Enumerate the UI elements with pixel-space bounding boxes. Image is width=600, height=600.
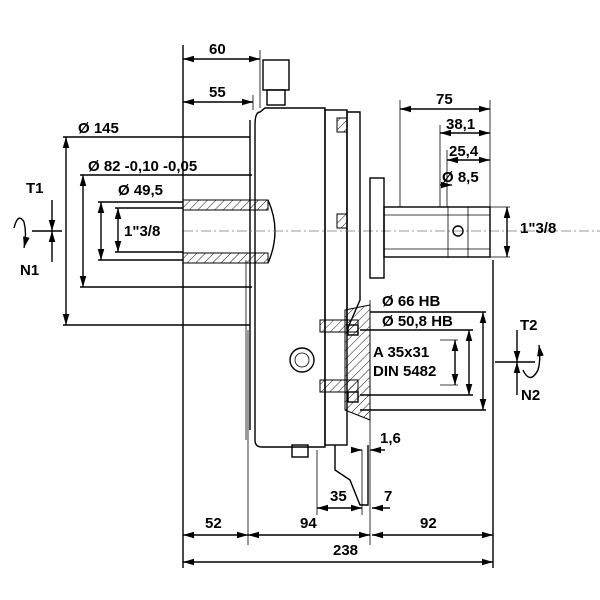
dim-1-6: 1,6: [380, 430, 401, 447]
dim-input-shaft: 1"3/8: [124, 223, 160, 240]
dim-92: 92: [420, 515, 437, 532]
dim-35: 35: [330, 488, 347, 505]
output-bore: [289, 347, 315, 373]
dim-dia-82: Ø 82 -0,10 -0,05: [88, 158, 197, 175]
drain-plug: [291, 444, 309, 458]
seal-section: [336, 117, 348, 133]
label-n2: N2: [521, 387, 540, 404]
dim-238: 238: [333, 542, 358, 559]
housing-flange: [324, 109, 348, 446]
dim-7: 7: [384, 488, 392, 505]
output-hub-bottom: [319, 379, 359, 393]
input-hub-top: [182, 199, 269, 211]
input-rotation-indicator: T1 N1: [13, 180, 62, 279]
label-t1: T1: [26, 180, 44, 197]
shaft-body: [383, 206, 491, 258]
dim-38-1: 38,1: [446, 116, 475, 133]
spline-spec-line2: DIN 5482: [373, 363, 436, 380]
output-shaft-right: [369, 177, 491, 279]
input-hub-bottom: [182, 252, 269, 264]
shaft-collar: [369, 177, 385, 279]
dim-dia-50-8-hb: Ø 50,8 HB: [382, 313, 453, 330]
rotation-arrow-icon: [522, 344, 544, 379]
cross-hole: [452, 225, 464, 237]
dim-55: 55: [209, 84, 226, 101]
output-hub-top: [319, 319, 359, 333]
input-hub-end: [267, 199, 276, 264]
output-rotation-indicator: T2 N2: [495, 317, 544, 404]
filler-neck: [266, 89, 286, 106]
output-bore-inner: [294, 352, 310, 368]
dim-94: 94: [300, 515, 317, 532]
dim-dia-8-5: Ø 8,5: [442, 169, 479, 186]
label-t2: T2: [520, 317, 538, 334]
dim-dia-49-5: Ø 49,5: [118, 182, 163, 199]
housing-body: [254, 107, 326, 448]
spline-spec-line1: A 35x31: [373, 344, 429, 361]
dim-dia-145: Ø 145: [78, 120, 119, 137]
dim-52: 52: [205, 515, 222, 532]
label-n1: N1: [20, 262, 39, 279]
dim-output-shaft: 1"3/8: [520, 220, 556, 237]
seal-section: [336, 213, 348, 229]
dim-25-4: 25,4: [449, 143, 479, 160]
dim-60: 60: [209, 41, 226, 58]
dim-75: 75: [436, 91, 453, 108]
mount-lug: [334, 445, 369, 506]
filler-cap: [262, 59, 290, 91]
flange-rib: [346, 111, 361, 331]
rotation-arrow-icon: [13, 217, 30, 249]
seal-top: [347, 324, 359, 336]
seal-bottom: [347, 391, 359, 403]
dim-dia-66-hb: Ø 66 HB: [382, 293, 441, 310]
